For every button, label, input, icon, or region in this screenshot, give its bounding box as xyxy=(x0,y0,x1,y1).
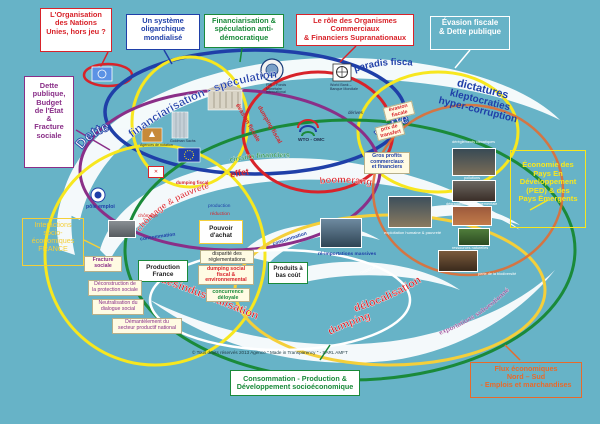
rating-agency-icon xyxy=(141,127,163,143)
label-banque-mondiale: World Bank – Banque Mondiale xyxy=(330,83,358,91)
label-omc: WTO - OMC xyxy=(298,138,325,143)
frame-un: L'Organisation des Nations Unies, hors j… xyxy=(40,8,112,52)
label-degradation: dégradation environnementale xyxy=(446,202,498,206)
word-dumping: dumping xyxy=(326,310,372,338)
box-pouvoir: Pouvoir d'achat xyxy=(199,220,243,244)
wto-logo xyxy=(297,119,319,137)
copyright-text: © Tous droits réservés 2013 Agence " Mad… xyxy=(192,350,348,355)
box-fracture: Fracture sociale xyxy=(84,256,122,272)
world-bank-seal xyxy=(332,63,352,82)
label-derives: dérives xyxy=(348,110,363,115)
frame-economie: Économie des Pays En Développement (PED)… xyxy=(510,150,586,228)
un-logo xyxy=(91,66,113,82)
photo-forest xyxy=(458,228,490,246)
box-dumping-social: dumping social fiscal & environnemental xyxy=(198,265,254,285)
box-production: Production France xyxy=(138,260,188,282)
photo-workers xyxy=(388,196,432,228)
photo-cargo-ship xyxy=(320,218,362,248)
label-goldman: Goldman Sachs xyxy=(170,139,196,143)
box-demantelement: Démantèlement du secteur productif natio… xyxy=(112,318,182,334)
label-biodiversite: perte de la biodiversité xyxy=(478,272,517,276)
stop-sign-icon: ✕ xyxy=(148,166,164,178)
label-agences: Agences de notation xyxy=(140,143,173,147)
frame-interactions: Interactions socio- économiques FRANCE xyxy=(22,218,84,266)
frame-evasion: Évasion fiscale & Dette publique xyxy=(430,16,510,50)
label-exploitation: exploitation humaine & pauvreté xyxy=(384,230,442,235)
word-delocalisation: délocalisation xyxy=(352,274,423,315)
box-gros-profits: Gros profits commerciaux et financiers xyxy=(364,152,410,174)
label-reduction: réduction xyxy=(210,212,230,217)
box-disparite: disparité des réglementations xyxy=(200,250,254,264)
frame-organismes: Le rôle des Organismes Commerciaux & Fin… xyxy=(296,14,414,46)
pole-emploi-logo xyxy=(90,187,106,203)
frame-oligarchique: Un système oligarchique mondialisé xyxy=(126,14,200,50)
frame-dette-publique: Dette publique, Budget de l'État & Fract… xyxy=(24,76,74,168)
photo-market xyxy=(438,250,478,272)
goldman-building xyxy=(171,111,189,139)
connector-lines xyxy=(75,45,549,361)
photo-industry-smoke xyxy=(452,180,496,202)
label-fmi: FMI – Fonds Monétaire International xyxy=(266,83,287,95)
label-production: production xyxy=(208,204,231,209)
box-produits: Produits à bas coût xyxy=(268,262,308,284)
stock-exchange-building xyxy=(206,82,244,111)
imf-seal xyxy=(260,58,284,82)
label-chomage: chômage xyxy=(138,214,158,219)
label-reimportations: ré-importations massives xyxy=(318,252,377,257)
eu-flag xyxy=(177,147,201,163)
label-pollutions: pollutions xyxy=(464,176,481,180)
box-neutralisation: Neutralisation du dialogue social xyxy=(92,299,144,315)
label-pole-emploi: pôle emploi xyxy=(86,204,115,210)
frame-financiarisation: Financiarisation & spéculation anti- dém… xyxy=(204,14,284,48)
label-ressources: ressources naturelles xyxy=(452,246,489,250)
word-boomerang: boomerang xyxy=(319,175,373,189)
photo-factory-left xyxy=(108,220,136,238)
photo-barrel-oil xyxy=(452,148,496,176)
photo-mining xyxy=(452,206,492,226)
frame-flux: Flux économiques Nord – Sud - Emplois et… xyxy=(470,362,582,398)
box-deconstruction: Déconstruction de la protection sociale xyxy=(88,280,142,296)
label-dumping-fiscal-small: dumping fiscal xyxy=(176,180,209,185)
frame-consommation: Consommation - Production & Développemen… xyxy=(230,370,360,396)
box-concurrence: concurrence déloyale xyxy=(206,288,250,302)
label-dereglements: dérèglements climatiques xyxy=(452,140,496,144)
